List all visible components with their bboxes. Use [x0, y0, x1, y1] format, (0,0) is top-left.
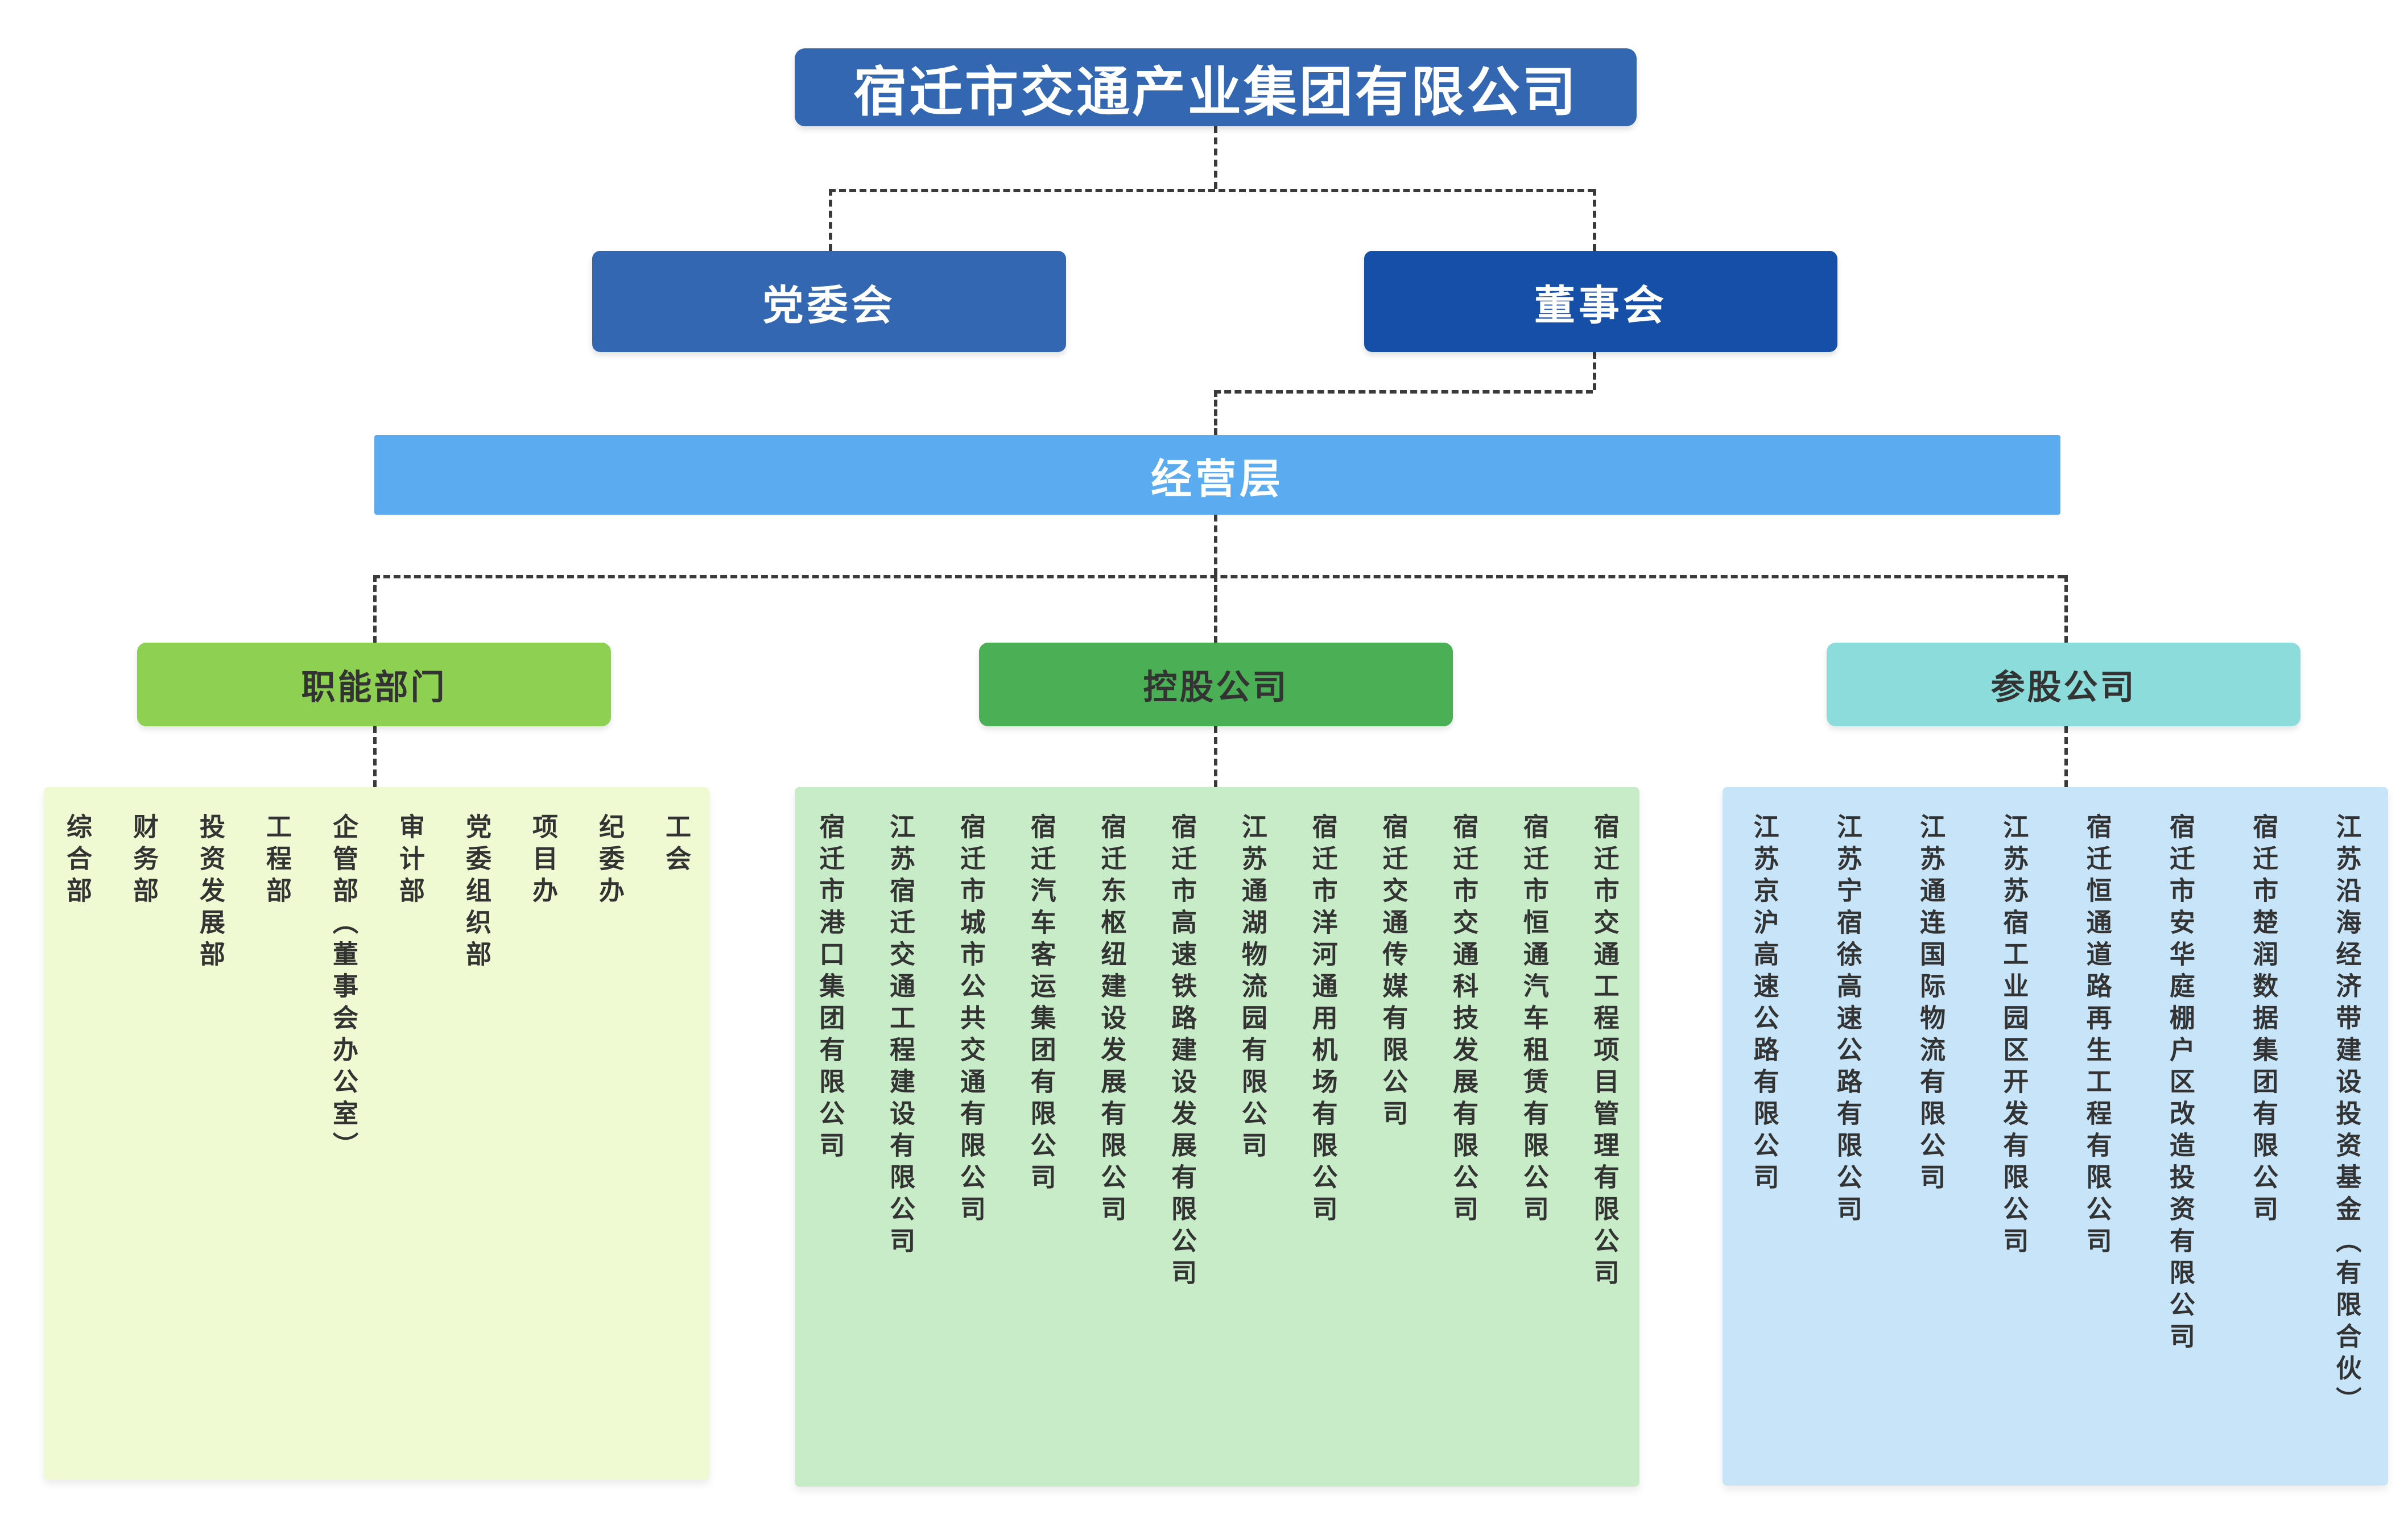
holding-companies-label: 控股公司	[1143, 668, 1289, 706]
org-unit-item: 宿迁市高速铁路建设发展有限公司	[1167, 813, 1197, 1291]
org-unit-item: 工程部	[262, 813, 291, 909]
org-unit-item: 宿迁市安华庭棚户区改造投资有限公司	[2165, 813, 2195, 1355]
org-unit-item: 工会	[662, 813, 691, 877]
connector-line	[1214, 726, 1217, 787]
connector-line	[373, 575, 377, 643]
board-of-directors-box: 董事会	[1364, 251, 1837, 352]
connector-line	[1214, 126, 1217, 189]
management-layer-label: 经营层	[1150, 456, 1284, 502]
functional-departments-label: 职能部门	[301, 668, 447, 706]
org-unit-item: 江苏宁宿徐高速公路有限公司	[1832, 813, 1862, 1227]
board-of-directors-label: 董事会	[1534, 283, 1667, 329]
org-unit-item: 宿迁东枢纽建设发展有限公司	[1097, 813, 1126, 1227]
org-unit-item: 宿迁市城市公共交通有限公司	[956, 813, 985, 1227]
invested-companies-panel: 江苏京沪高速公路有限公司 江苏宁宿徐高速公路有限公司 江苏通连国际物流有限公司 江苏苏…	[1723, 787, 2388, 1485]
root-company-label: 宿迁市交通产业集团有限公司	[853, 61, 1578, 122]
org-unit-item: 企管部（董事会办公室）	[329, 813, 358, 1164]
connector-line	[1214, 575, 1217, 643]
org-unit-item: 江苏通湖物流园有限公司	[1237, 813, 1267, 1164]
party-committee-box: 党委会	[592, 251, 1066, 352]
root-company-box: 宿迁市交通产业集团有限公司	[795, 48, 1637, 126]
connector-line	[1214, 390, 1217, 435]
org-unit-item: 宿迁市交通工程项目管理有限公司	[1589, 813, 1619, 1291]
org-unit-item: 江苏宿迁交通工程建设有限公司	[886, 813, 915, 1259]
org-unit-item: 宿迁市楚润数据集团有限公司	[2249, 813, 2278, 1227]
functional-departments-header: 职能部门	[137, 643, 611, 726]
connector-line	[373, 726, 377, 787]
connector-line	[1214, 515, 1217, 575]
functional-departments-panel: 综合部 财务部 投资发展部 工程部 企管部（董事会办公室） 审计部 党委组织部 项目办 纪委办 工…	[44, 787, 709, 1480]
org-unit-item: 纪委办	[595, 813, 624, 909]
connector-line	[2064, 726, 2068, 787]
connector-line	[1593, 352, 1596, 390]
connector-line	[1593, 189, 1596, 251]
holding-companies-panel: 宿迁市港口集团有限公司 江苏宿迁交通工程建设有限公司 宿迁市城市公共交通有限公司 宿迁…	[795, 787, 1639, 1487]
holding-companies-header: 控股公司	[979, 643, 1453, 726]
connector-line	[1214, 390, 1593, 394]
org-unit-item: 江苏京沪高速公路有限公司	[1749, 813, 1779, 1195]
party-committee-label: 党委会	[762, 283, 896, 329]
org-unit-item: 江苏苏宿工业园区开发有限公司	[1999, 813, 2029, 1259]
management-layer-bar: 经营层	[374, 435, 2060, 515]
connector-line	[373, 575, 2064, 578]
org-unit-item: 宿迁汽车客运集团有限公司	[1026, 813, 1056, 1195]
org-unit-item: 投资发展部	[196, 813, 225, 973]
org-unit-item: 江苏通连国际物流有限公司	[1916, 813, 1946, 1195]
connector-line	[829, 189, 1595, 192]
invested-companies-header: 参股公司	[1827, 643, 2300, 726]
org-unit-item: 江苏沿海经济带建设投资基金（有限合伙）	[2332, 813, 2361, 1418]
org-unit-item: 宿迁市港口集团有限公司	[815, 813, 845, 1164]
org-unit-item: 宿迁市恒通汽车租赁有限公司	[1519, 813, 1548, 1227]
org-unit-item: 综合部	[63, 813, 92, 909]
org-unit-item: 审计部	[395, 813, 424, 909]
connector-line	[829, 189, 832, 251]
connector-line	[2064, 575, 2068, 643]
org-unit-item: 财务部	[129, 813, 158, 909]
org-unit-item: 宿迁市交通科技发展有限公司	[1449, 813, 1478, 1227]
org-unit-item: 宿迁交通传媒有限公司	[1378, 813, 1408, 1132]
org-unit-item: 宿迁恒通道路再生工程有限公司	[2082, 813, 2112, 1259]
invested-companies-label: 参股公司	[1990, 668, 2137, 706]
org-unit-item: 党委组织部	[462, 813, 491, 973]
org-unit-item: 项目办	[528, 813, 557, 909]
org-unit-item: 宿迁市洋河通用机场有限公司	[1308, 813, 1337, 1227]
